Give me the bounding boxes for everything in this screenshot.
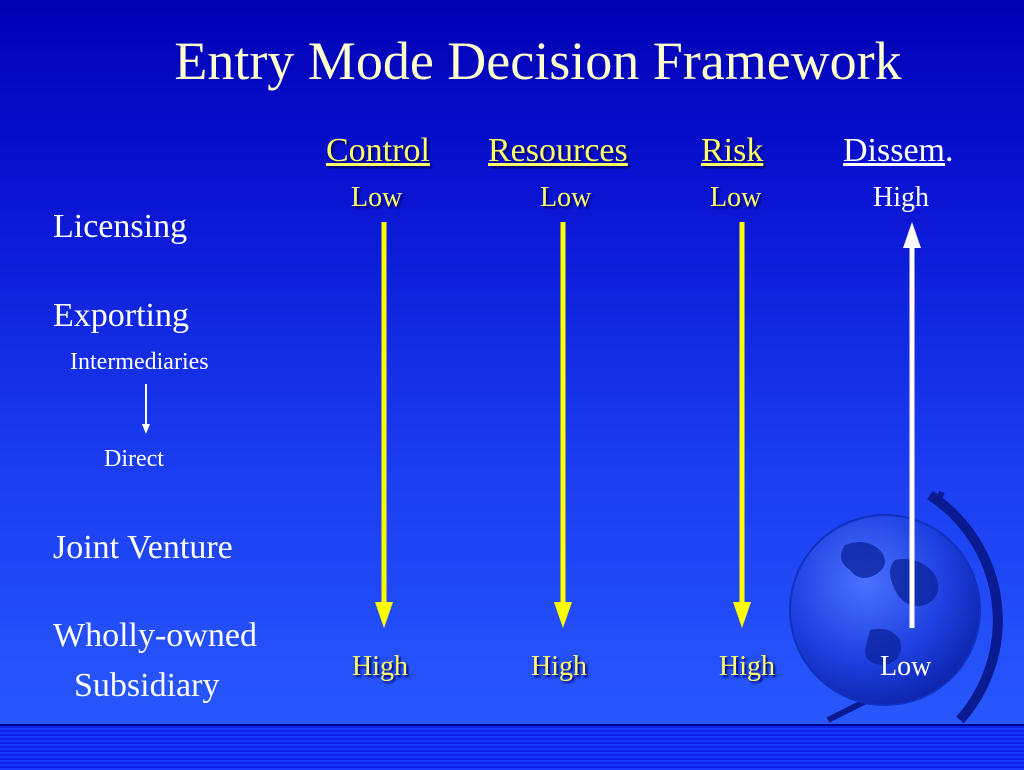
bottom-level-control: High — [352, 651, 408, 682]
header-risk: Risk — [701, 132, 764, 169]
mode-joint-venture: Joint Venture — [53, 529, 233, 566]
mode-exporting: Exporting — [53, 297, 189, 334]
header-resources: Resources — [488, 132, 628, 169]
top-level-risk: Low — [710, 182, 762, 213]
top-level-resources: Low — [540, 182, 592, 213]
mode-wholly-owned: Wholly-owned — [53, 617, 257, 654]
arrow-resources — [554, 222, 572, 628]
mode-direct: Direct — [104, 446, 164, 472]
bottom-level-risk: High — [719, 651, 775, 682]
header-dissem-text: Dissem — [843, 132, 945, 169]
header-dissem-suffix: . — [945, 132, 954, 169]
mode-subsidiary: Subsidiary — [74, 667, 220, 704]
arrow-exporting — [142, 384, 150, 434]
mode-licensing: Licensing — [53, 208, 188, 245]
arrow-control — [375, 222, 393, 628]
header-control: Control — [326, 132, 430, 169]
mode-intermediaries: Intermediaries — [70, 349, 209, 375]
bottom-bar — [0, 724, 1024, 770]
bottom-level-resources: High — [531, 651, 587, 682]
top-level-control: Low — [351, 182, 403, 213]
slide-title: Entry Mode Decision Framework — [174, 31, 902, 91]
header-dissem: Dissem. — [843, 132, 954, 170]
arrow-dissem — [903, 222, 921, 628]
top-level-dissem: High — [873, 182, 929, 213]
arrow-risk — [733, 222, 751, 628]
bottom-level-dissem: Low — [880, 651, 932, 682]
